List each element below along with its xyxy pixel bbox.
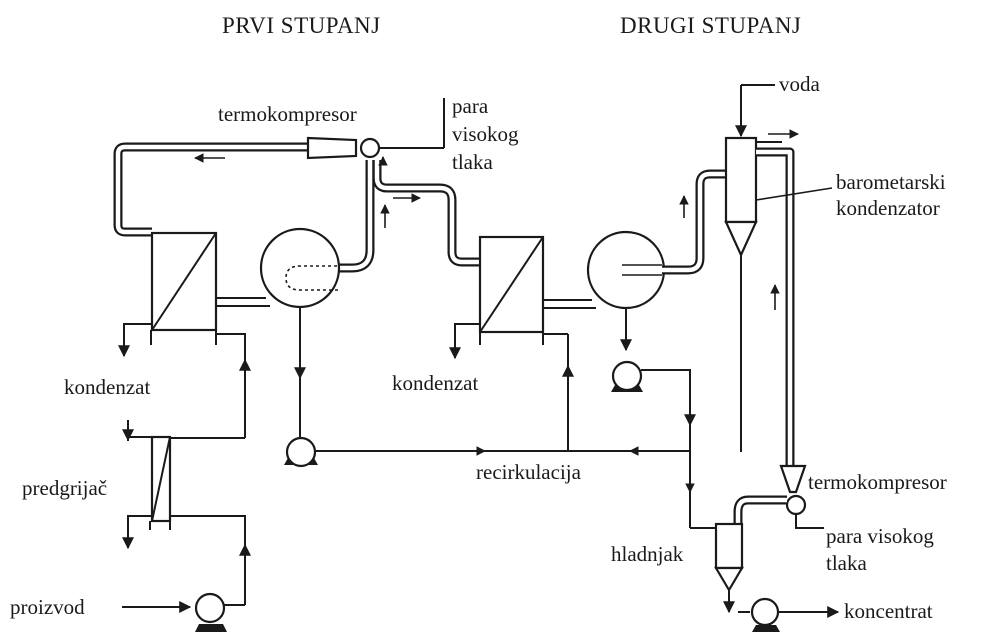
preheater-label: predgrijač <box>22 476 108 500</box>
recirculation-label: recirkulacija <box>476 460 581 484</box>
concentrate-pump <box>738 597 840 632</box>
concentrate-label: koncentrat <box>844 599 933 623</box>
cooler-label: hladnjak <box>611 542 684 566</box>
heat-exchanger-1 <box>150 231 218 332</box>
product-feed <box>122 592 227 632</box>
cooler <box>714 522 744 614</box>
barometric-condenser <box>724 84 833 468</box>
hp-steam-1-label-line3: tlaka <box>452 150 493 174</box>
separator-1 <box>259 227 341 309</box>
thermocompressor-2 <box>733 464 824 530</box>
stage1-piping <box>118 307 306 439</box>
barometric-condenser-label-line2: kondenzator <box>836 196 940 220</box>
stage1-vapour-loop <box>113 142 480 273</box>
stage2-vapour-pipe <box>662 169 728 275</box>
hp-steam-1-label-line2: visokog <box>452 122 519 146</box>
barometric-condenser-label-line1: barometarski <box>836 170 946 194</box>
thermocompressor-2-label: termokompresor <box>808 470 947 494</box>
condensate-2-label: kondenzat <box>392 371 479 395</box>
thermocompressor-1-label: termokompresor <box>218 102 357 126</box>
pump-2 <box>611 308 716 529</box>
preheater <box>122 420 251 606</box>
recirculation-line <box>316 333 690 456</box>
heat-exchanger-2 <box>449 235 545 360</box>
hp-steam-1-label-line1: para <box>452 94 489 118</box>
condensate-1-label: kondenzat <box>64 375 151 399</box>
stage1-title: PRVI STUPANJ <box>222 13 381 38</box>
water-label: voda <box>779 72 820 96</box>
product-label: proizvod <box>10 595 85 619</box>
stage2-title: DRUGI STUPANJ <box>620 13 802 38</box>
separator-2 <box>586 230 666 310</box>
thermocompressor-1 <box>306 98 445 166</box>
hp-steam-2-label-line1: para visokog <box>826 524 934 548</box>
hp-steam-2-label-line2: tlaka <box>826 551 867 575</box>
pump-1 <box>284 436 318 468</box>
